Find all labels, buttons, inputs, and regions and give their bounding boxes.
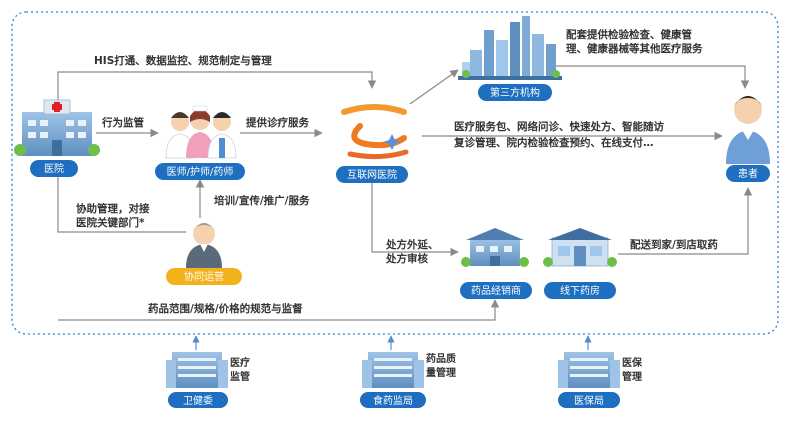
arrow-third-to-patient <box>556 65 750 89</box>
arrow-assist <box>53 167 186 233</box>
pharmacy-building-icon <box>543 228 617 267</box>
regulator-fda-label-2: 量管理 <box>426 366 456 379</box>
node-coop-label: 协同运营 <box>184 270 224 283</box>
doctors-icon <box>165 105 237 159</box>
node-pharmacy: 线下药房 <box>544 282 616 299</box>
edge-assist-label-2: 医院关键部门* <box>76 216 145 229</box>
edge-training-label: 培训/宣传/推广/服务 <box>214 194 310 207</box>
edge-rx-label-2: 处方审核 <box>385 252 428 265</box>
insurance-building-icon <box>558 352 620 388</box>
hospital-building-icon <box>14 99 100 156</box>
node-doctors: 医师/护师/药师 <box>155 163 245 180</box>
ecosystem-boundary <box>11 11 779 335</box>
arrow-delivery <box>618 187 753 255</box>
regulator-health-label-2: 监管 <box>230 370 250 383</box>
internet-hospital-logo-icon <box>341 104 409 160</box>
arrow-third-party <box>409 69 459 105</box>
node-patient-label: 患者 <box>738 168 758 180</box>
node-fda-label: 食药监局 <box>373 394 413 407</box>
arrow-drug-reg <box>58 299 500 321</box>
node-third-party: 第三方机构 <box>478 84 552 101</box>
node-internet-hospital-label: 互联网医院 <box>347 168 397 181</box>
coop-operator-icon <box>186 223 222 268</box>
regulator-ins-label-1: 医保 <box>622 356 643 369</box>
node-health-commission: 卫健委 <box>168 392 228 408</box>
edge-his-label: HIS打通、数据监控、规范制定与管理 <box>94 54 272 67</box>
node-distributor: 药品经销商 <box>460 282 532 299</box>
node-coop: 协同运营 <box>166 268 242 285</box>
node-health-commission-label: 卫健委 <box>183 394 213 407</box>
node-third-party-label: 第三方机构 <box>490 86 540 99</box>
regulator-ins-label-2: 管理 <box>622 370 642 383</box>
node-doctors-label: 医师/护师/药师 <box>167 165 234 178</box>
regulator-health-label-1: 医疗 <box>230 356 250 369</box>
regulator-fda-label-1: 药品质 <box>426 352 456 365</box>
arrows <box>53 65 753 321</box>
distributor-building-icon <box>461 228 529 267</box>
edge-behavior-label: 行为监管 <box>101 116 144 129</box>
node-hospital: 医院 <box>30 160 78 177</box>
edge-services-label-1: 医疗服务包、网络问诊、快速处方、智能随访 <box>454 120 664 133</box>
node-insurance-label: 医保局 <box>574 394 604 407</box>
arrow-his <box>57 71 377 108</box>
third-party-city-icon <box>458 16 562 80</box>
edge-service-label: 提供诊疗服务 <box>246 116 309 129</box>
node-distributor-label: 药品经销商 <box>471 284 521 297</box>
edge-third-party-label-2: 理、健康器械等其他医疗服务 <box>566 42 703 55</box>
fda-building-icon <box>362 352 424 388</box>
edge-rx-label-1: 处方外延、 <box>385 238 439 251</box>
edge-services-label-2: 复诊管理、院内检验检查预约、在线支付… <box>453 136 654 149</box>
patient-icon <box>726 96 770 164</box>
edge-delivery-label: 配送到家/到店取药 <box>630 238 718 251</box>
edge-third-party-label-1: 配套提供检验检查、健康管 <box>566 28 692 41</box>
edge-assist-label-1: 协助管理，对接 <box>76 202 150 215</box>
edge-drug-reg-label: 药品范围/规格/价格的规范与监督 <box>148 302 303 315</box>
health-commission-building-icon <box>166 352 228 388</box>
node-pharmacy-label: 线下药房 <box>560 284 600 297</box>
node-hospital-label: 医院 <box>44 162 64 175</box>
arrow-rx <box>371 168 459 257</box>
node-internet-hospital: 互联网医院 <box>336 166 408 183</box>
node-insurance: 医保局 <box>558 392 620 408</box>
node-patient: 患者 <box>726 165 770 182</box>
node-fda: 食药监局 <box>360 392 426 408</box>
